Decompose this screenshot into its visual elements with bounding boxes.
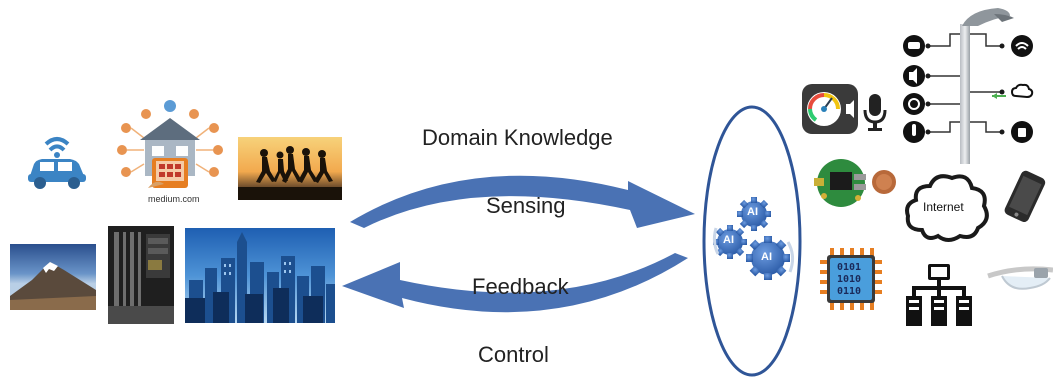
chip-bits-1: 0101 xyxy=(837,262,862,273)
feedback-label: Feedback xyxy=(472,274,569,299)
server-rack-photo xyxy=(108,226,174,324)
ai-gears: AI AI AI xyxy=(708,192,800,284)
smart-home-icon: medium.com xyxy=(112,98,228,206)
domain-knowledge-label: Domain Knowledge xyxy=(422,125,613,150)
chip-icon: 0101 1010 0110 xyxy=(818,246,884,312)
smartphone-icon xyxy=(996,170,1052,222)
coin-icon xyxy=(870,168,898,196)
house-caption: medium.com xyxy=(148,194,200,204)
circuit-board-icon xyxy=(808,158,874,208)
microphone-icon xyxy=(862,92,888,132)
chip-bits-2: 1010 xyxy=(837,274,862,285)
control-label: Control xyxy=(478,342,549,367)
runners-photo xyxy=(238,137,342,200)
ai-gear-label-2: AI xyxy=(723,234,734,246)
gauge-icon xyxy=(802,84,858,134)
sensing-label: Sensing xyxy=(486,193,566,218)
internet-label: Internet xyxy=(923,200,964,214)
chip-bits-3: 0110 xyxy=(837,286,862,297)
ai-gear-label-3: AI xyxy=(761,251,772,263)
network-tree-icon xyxy=(904,262,974,328)
mountain-photo xyxy=(10,244,96,310)
city-skyline-photo xyxy=(185,228,335,323)
streetlight-sensor-pole-icon xyxy=(898,4,1053,164)
smart-glasses-icon xyxy=(984,258,1053,308)
connected-car-icon xyxy=(22,124,92,194)
ai-ellipse xyxy=(700,104,804,378)
internet-cloud: Internet xyxy=(902,166,990,246)
ai-gear-label-1: AI xyxy=(747,206,758,218)
